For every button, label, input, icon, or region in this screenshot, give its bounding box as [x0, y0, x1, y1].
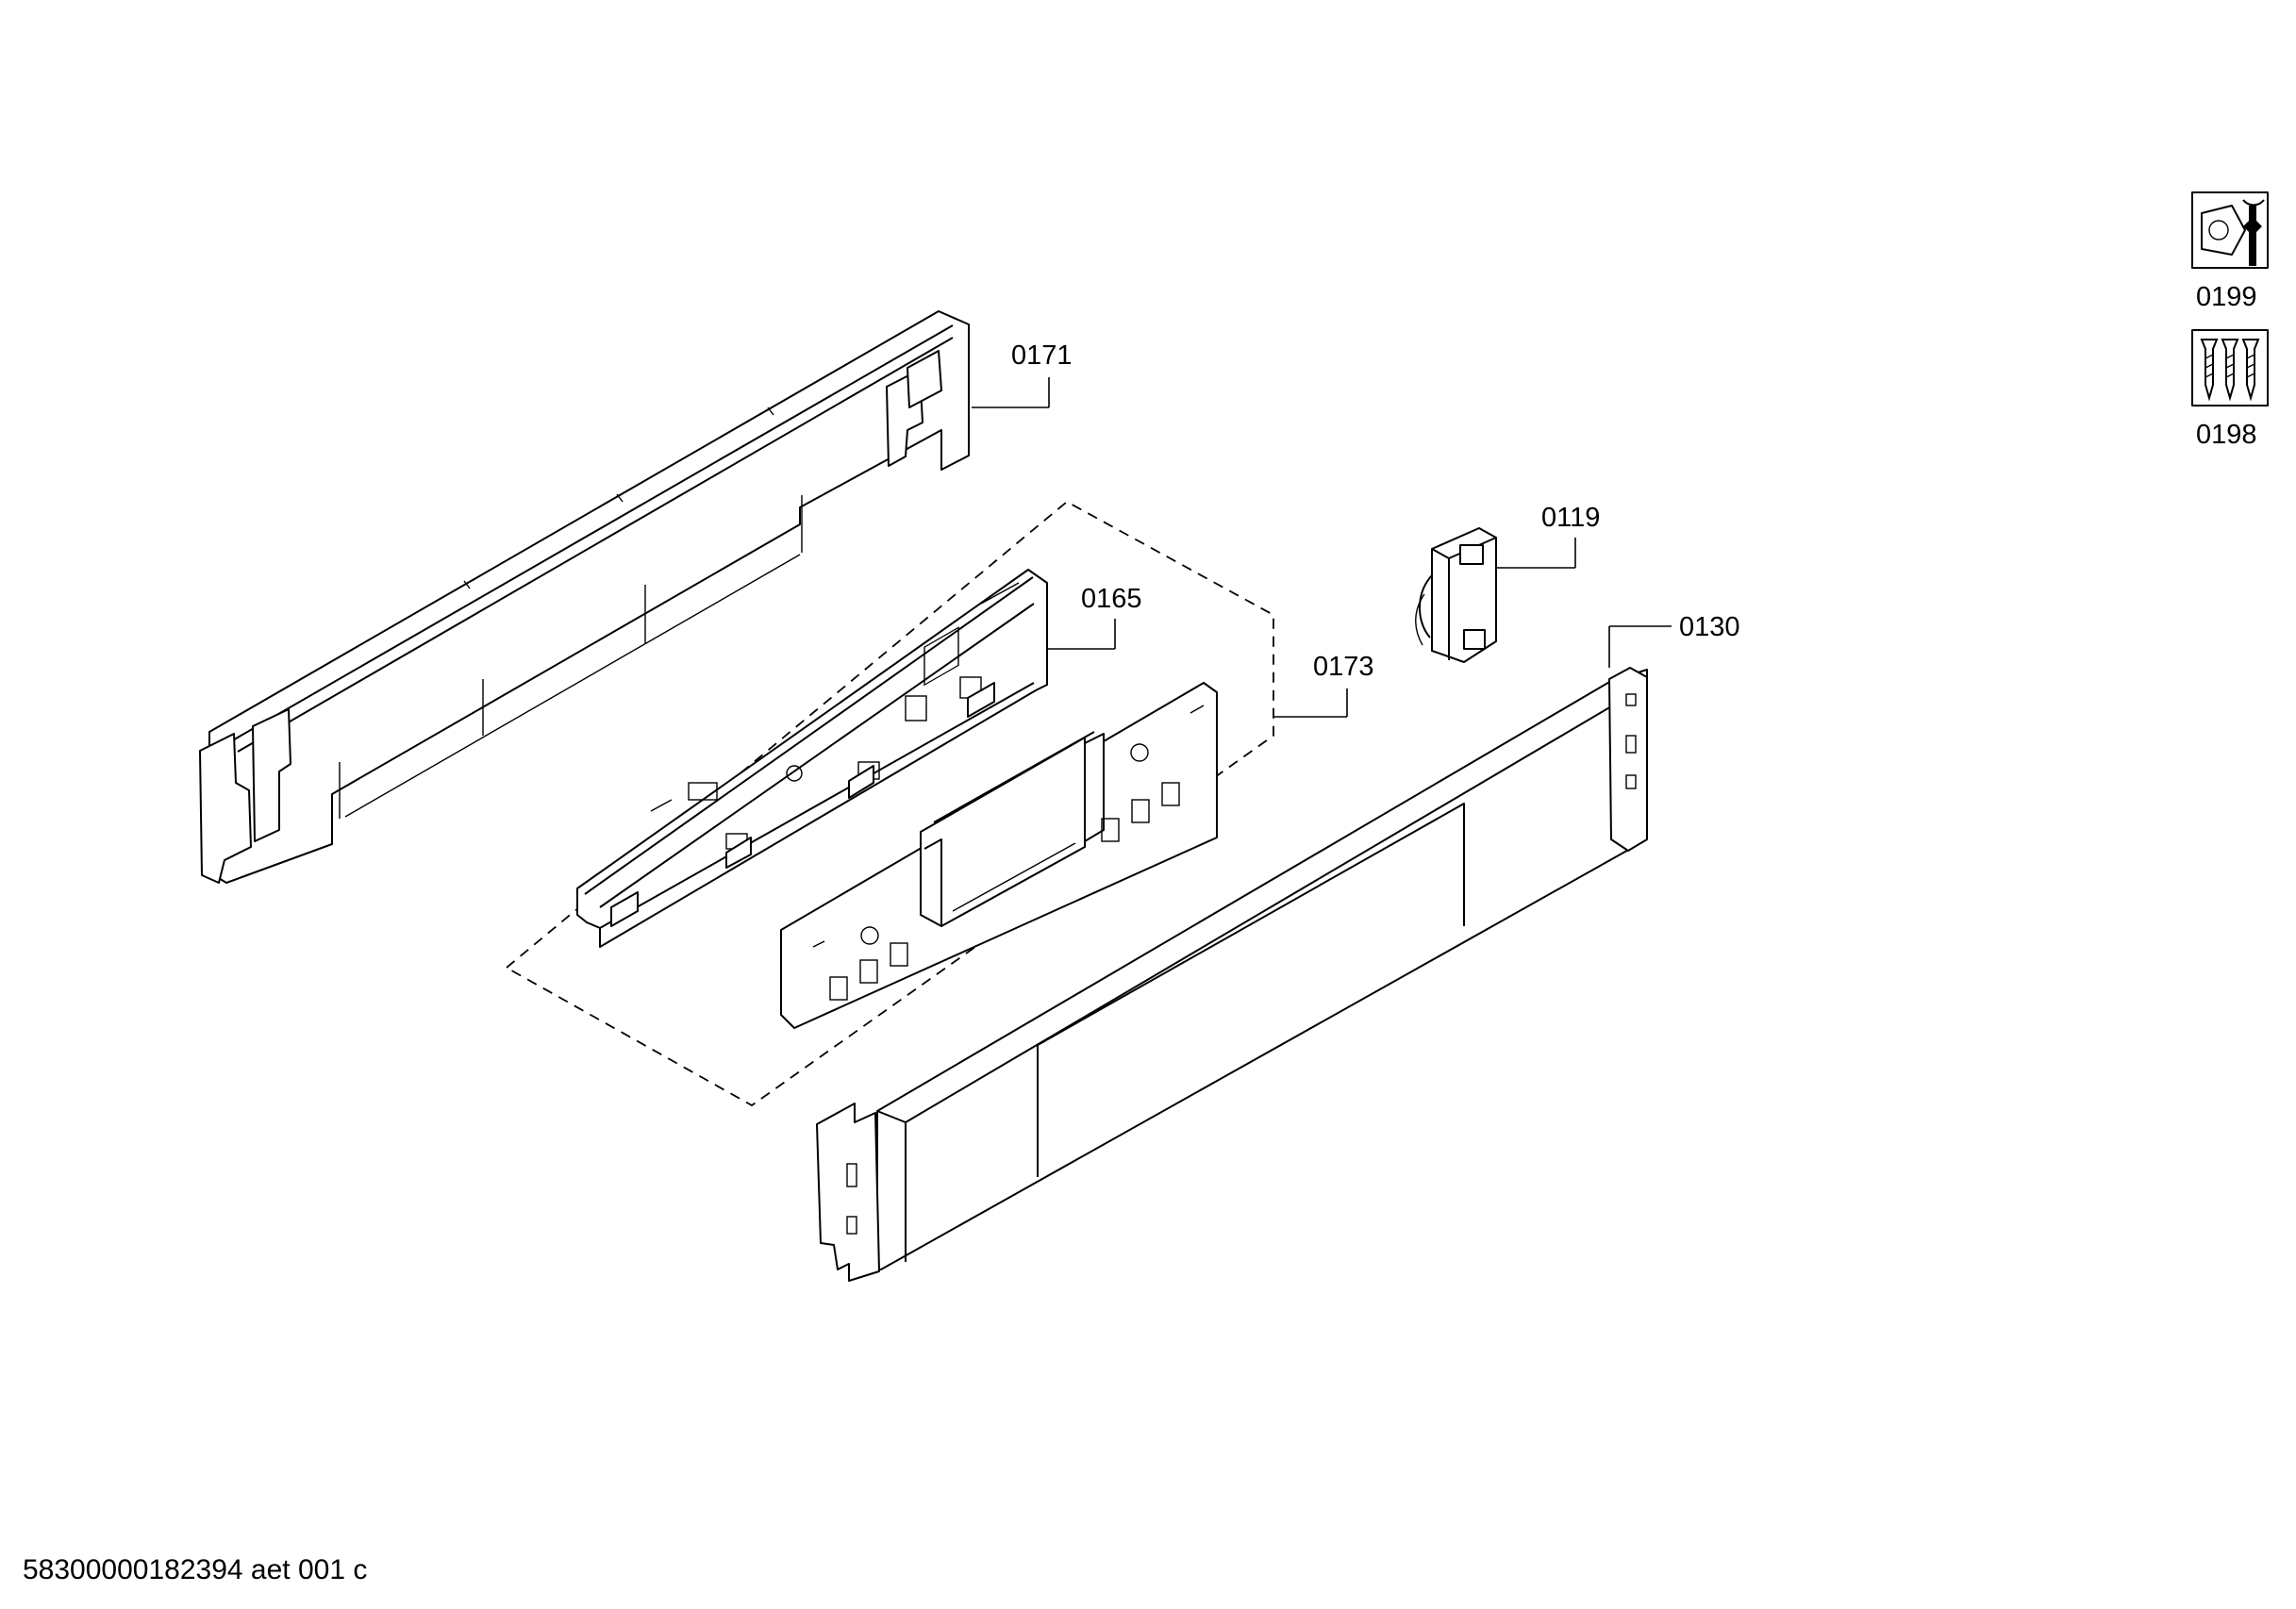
connector-module-0119[interactable] — [1415, 527, 1497, 663]
screws-icon[interactable] — [2191, 329, 2269, 406]
control-frame-0165[interactable] — [576, 569, 1048, 948]
part-label-0173[interactable]: 0173 — [1313, 652, 1374, 682]
wrench-nut-icon[interactable] — [2191, 191, 2269, 269]
part-label-0198[interactable]: 0198 — [2196, 420, 2257, 450]
drawing-code: 58300000182394 aet 001 c — [23, 1554, 368, 1585]
part-label-0130[interactable]: 0130 — [1679, 612, 1740, 642]
trim-bar-0171[interactable] — [199, 310, 970, 884]
control-board-pcb[interactable] — [780, 682, 1218, 1029]
part-label-0165[interactable]: 0165 — [1081, 584, 1142, 614]
assembly-boundary-0173 — [505, 500, 1274, 1107]
part-label-0171[interactable]: 0171 — [1011, 340, 1073, 371]
front-panel-0130[interactable] — [816, 667, 1648, 1282]
part-label-0199[interactable]: 0199 — [2196, 282, 2257, 312]
part-label-0119[interactable]: 0119 — [1541, 503, 1600, 533]
